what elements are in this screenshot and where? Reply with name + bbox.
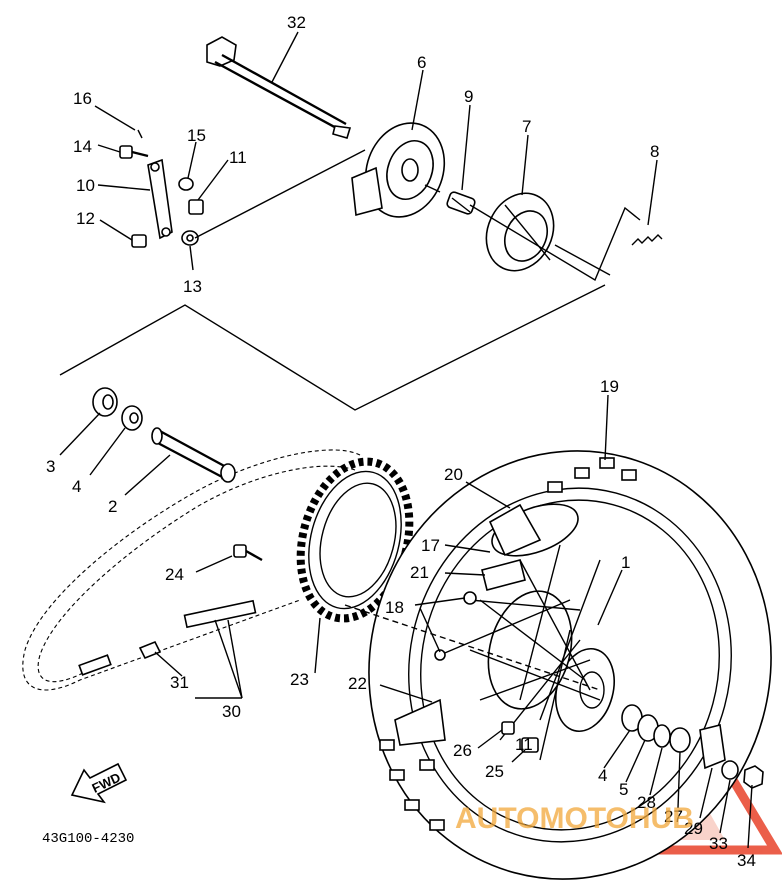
label-8: 8 (650, 142, 659, 161)
label-13: 13 (183, 277, 202, 296)
label-22: 22 (348, 674, 367, 693)
label-4-left: 4 (72, 477, 81, 496)
label-34: 34 (737, 851, 756, 870)
label-9: 9 (464, 87, 473, 106)
label-5: 5 (619, 780, 628, 799)
chain-puller-29 (699, 724, 726, 770)
label-29: 29 (684, 819, 703, 838)
label-17: 17 (421, 536, 440, 555)
label-11-bottom: 11 (515, 735, 533, 754)
label-20: 20 (444, 465, 463, 484)
label-24: 24 (165, 565, 184, 584)
bearing-3 (92, 387, 118, 417)
collar-27 (669, 727, 691, 753)
sprocket-bolt (233, 544, 263, 562)
cotter-pin-16 (137, 129, 143, 139)
label-27: 27 (664, 807, 683, 826)
label-26: 26 (453, 741, 472, 760)
bolt-25-26 (501, 721, 539, 753)
spokes (439, 544, 601, 761)
brake-shoe-plate (351, 122, 446, 218)
washer-33 (721, 760, 739, 780)
label-18: 18 (385, 598, 404, 617)
label-33: 33 (709, 834, 728, 853)
washer-13 (181, 230, 199, 246)
label-23: 23 (290, 670, 309, 689)
label-14: 14 (73, 137, 92, 156)
rear-wheel (368, 450, 772, 880)
brake-spring (631, 234, 663, 246)
tire-tread (379, 457, 637, 831)
label-2: 2 (108, 497, 117, 516)
label-4-right: 4 (598, 766, 607, 785)
label-31: 31 (170, 673, 189, 692)
chain-joint (78, 599, 257, 676)
drive-chain (22, 449, 361, 691)
washer-15 (178, 177, 194, 191)
bearing-right (621, 704, 671, 748)
label-19: 19 (600, 377, 619, 396)
tension-bar (147, 158, 173, 240)
nut-34 (743, 765, 764, 789)
label-16: 16 (73, 89, 92, 108)
rear-axle (206, 36, 352, 139)
spacer-2 (151, 427, 236, 483)
label-25: 25 (485, 762, 504, 781)
label-12: 12 (76, 209, 95, 228)
fwd-label: FWD (90, 770, 123, 796)
diagram-code: 43G100-4230 (42, 831, 134, 847)
label-21: 21 (410, 563, 429, 582)
bolt-11 (188, 199, 204, 215)
label-28: 28 (637, 793, 656, 812)
oil-seal-4 (121, 405, 143, 431)
label-6: 6 (417, 53, 426, 72)
label-7: 7 (522, 117, 531, 136)
watermark-text: AUTOMOTOHUB (455, 802, 694, 835)
label-10: 10 (76, 176, 95, 195)
assembly-guides (59, 149, 641, 691)
leader-lines (59, 31, 753, 849)
brake-shoe (485, 192, 555, 272)
label-30: 30 (222, 702, 241, 721)
fwd-arrow: FWD (70, 762, 128, 804)
nut-12 (131, 234, 147, 248)
label-11-top: 11 (229, 148, 247, 167)
label-32: 32 (287, 13, 306, 32)
bolt-14 (119, 145, 149, 159)
brake-camshaft (446, 191, 476, 215)
label-3: 3 (46, 457, 55, 476)
label-15: 15 (187, 126, 206, 145)
label-1: 1 (621, 553, 630, 572)
callout-labels: 32 6 9 7 8 16 14 15 11 10 12 13 3 4 2 19… (46, 13, 756, 870)
